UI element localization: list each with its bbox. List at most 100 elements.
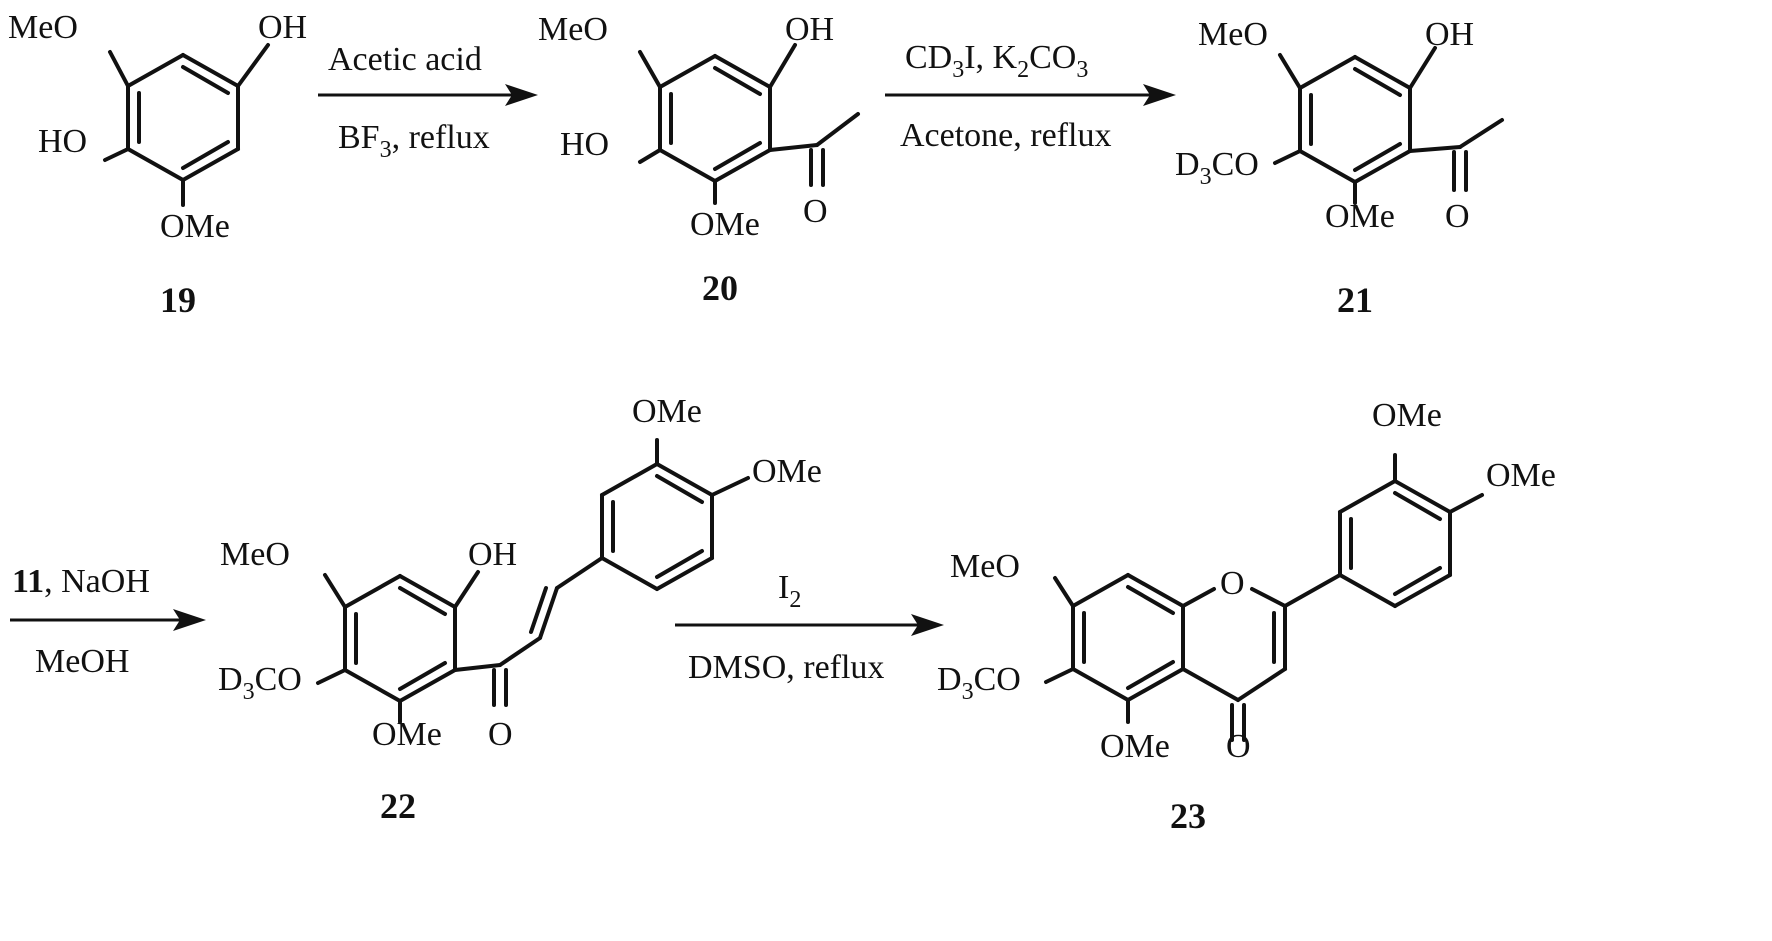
bond	[658, 148, 717, 183]
bond-double	[713, 141, 762, 171]
bond	[181, 53, 240, 88]
reagent-meoh: MeOH	[35, 643, 129, 680]
compound-22-structure: MeO OH D3CO OMe O OMe OMe	[218, 393, 822, 753]
bond-double	[1393, 566, 1442, 596]
bond	[1393, 479, 1452, 514]
compound-number-19: 19	[160, 280, 196, 320]
reagent-acetic-acid: Acetic acid	[328, 41, 482, 78]
compound-23-structure: MeO O D3CO OMe O OMe OMe	[937, 397, 1556, 765]
meo-label: MeO	[538, 11, 608, 48]
bond	[398, 668, 457, 703]
bond	[453, 663, 502, 672]
bond	[1298, 149, 1357, 184]
bond-double	[398, 661, 447, 691]
bond	[1071, 667, 1130, 702]
bond	[1071, 573, 1130, 608]
bond-double	[181, 65, 230, 95]
bond	[600, 462, 659, 497]
reagent-dmso-reflux: DMSO, reflux	[688, 649, 884, 686]
reagent-i2: I2	[778, 569, 801, 613]
compound-19-structure: MeO OH HO OMe	[8, 9, 307, 245]
d3co-label: D3CO	[937, 661, 1021, 705]
bond	[768, 143, 819, 152]
bond	[498, 636, 542, 667]
bond	[453, 570, 480, 609]
bond	[398, 574, 457, 609]
bond	[658, 54, 717, 89]
bond	[768, 43, 797, 89]
bond	[655, 462, 714, 497]
ring-o-label: O	[1220, 565, 1245, 602]
arrow-head-icon	[1143, 84, 1176, 106]
ho-label: HO	[38, 123, 87, 160]
reaction-arrow-1	[318, 84, 538, 106]
bond	[1181, 667, 1240, 702]
bond-double	[713, 66, 762, 96]
bond	[343, 668, 402, 703]
compound-number-22: 22	[380, 786, 416, 826]
carbonyl-o-label: O	[1445, 198, 1470, 235]
bond	[1338, 479, 1397, 514]
bond-double	[655, 474, 704, 504]
bond	[1448, 493, 1484, 514]
ho-label: HO	[560, 126, 609, 163]
bond	[1298, 55, 1357, 90]
carbonyl-o-label: O	[488, 716, 513, 753]
d3co-label: D3CO	[218, 661, 302, 705]
meo-label: MeO	[220, 536, 290, 573]
bond	[1458, 118, 1504, 149]
ome-label: OMe	[160, 208, 230, 245]
compound-20-structure: MeO OH HO OMe O	[538, 11, 860, 243]
bond	[1393, 573, 1452, 608]
bond	[108, 50, 130, 88]
bond	[126, 147, 185, 182]
bond	[638, 50, 662, 89]
bond	[316, 668, 347, 685]
oh-label: OH	[785, 11, 834, 48]
ome-label: OMe	[1325, 198, 1395, 235]
meo-label: MeO	[950, 548, 1020, 585]
ome-label-4: OMe	[1486, 457, 1556, 494]
bond-double	[1393, 491, 1442, 521]
bond-double	[1126, 660, 1175, 690]
bond	[1044, 667, 1075, 684]
reagent-cd3i-k2co3: CD3I, K2CO3	[905, 39, 1088, 83]
bond-double	[1353, 67, 1402, 97]
bond	[323, 573, 347, 609]
bond	[815, 112, 860, 147]
carbonyl-o-label: O	[1226, 728, 1251, 765]
bond-double	[529, 586, 548, 634]
meo-label: MeO	[1198, 16, 1268, 53]
oh-label: OH	[1425, 16, 1474, 53]
ome-label-3: OMe	[1372, 397, 1442, 434]
d3co-label: D3CO	[1175, 146, 1259, 190]
ome-label: OMe	[372, 716, 442, 753]
bond	[1408, 145, 1462, 153]
bond-double	[1353, 142, 1402, 172]
compound-21-structure: MeO OH D3CO OMe O	[1175, 16, 1504, 235]
bond	[710, 476, 750, 497]
bond-double	[398, 586, 447, 616]
bond	[126, 53, 185, 88]
bond-double	[181, 140, 230, 170]
oh-label: OH	[258, 9, 307, 46]
bond	[555, 556, 604, 590]
bond	[1353, 55, 1412, 90]
ome-label: OMe	[1100, 728, 1170, 765]
bond	[1236, 667, 1287, 702]
bond	[1053, 576, 1075, 608]
ome-label-3: OMe	[632, 393, 702, 430]
bond-double	[655, 549, 704, 579]
bond	[103, 147, 130, 162]
bond-double	[1126, 585, 1175, 615]
bond	[1181, 587, 1216, 608]
meo-label: MeO	[8, 9, 78, 46]
bond	[538, 586, 559, 640]
reagent-11-naoh: 11, NaOH	[12, 563, 150, 600]
reaction-arrow-3	[10, 609, 206, 631]
compound-number-20: 20	[702, 268, 738, 308]
bond	[1278, 53, 1302, 90]
bond	[600, 556, 659, 591]
ome-label-4: OMe	[752, 453, 822, 490]
ome-label: OMe	[690, 206, 760, 243]
